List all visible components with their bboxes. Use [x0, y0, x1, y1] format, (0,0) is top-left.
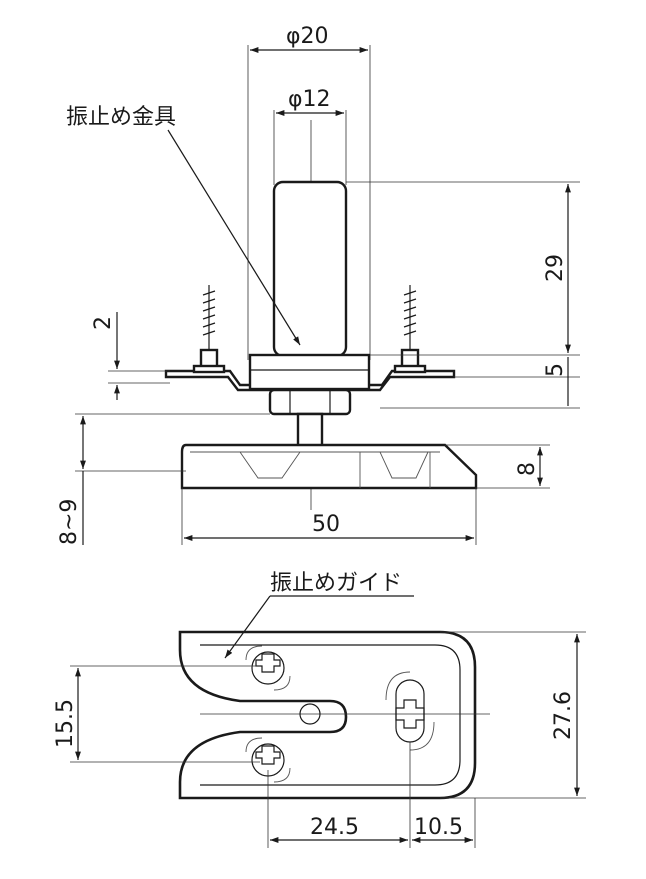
flange — [248, 353, 371, 391]
label-mount: 振止め金具 — [66, 105, 176, 130]
dim-depth: 27.6 — [551, 691, 576, 740]
screw-top-plan — [245, 645, 291, 691]
dim-plate: 2 — [91, 316, 116, 330]
dim-inner-dia: φ12 — [288, 87, 331, 112]
pin-circle — [299, 703, 321, 725]
screw-left — [192, 285, 226, 374]
dim-width: 50 — [312, 512, 340, 537]
guide-outline — [178, 630, 477, 800]
label-guide: 振止めガイド — [270, 571, 402, 596]
hex-nut — [268, 388, 352, 416]
lower-view: 振止めガイド 15.5 — [53, 571, 586, 848]
screw-right-plan — [385, 671, 435, 751]
leader-mount — [167, 129, 301, 346]
dim-edge-offset: 10.5 — [414, 815, 463, 840]
upper-view: φ20 φ12 振止め金具 — [57, 24, 580, 545]
guide-inner-line — [200, 644, 461, 786]
dim-gap: 8~9 — [57, 499, 82, 545]
dim-guide-height: 8 — [515, 462, 540, 476]
screw-right — [393, 285, 427, 374]
pin-body — [272, 180, 348, 358]
dim-outer-dia: φ20 — [286, 24, 329, 49]
dim-flange: 5 — [543, 363, 568, 377]
dim-hole-pitch: 15.5 — [53, 699, 78, 748]
leader-guide — [224, 595, 271, 659]
dim-hole-offset: 24.5 — [310, 815, 359, 840]
dim-height: 29 — [543, 254, 568, 282]
guide-side — [180, 443, 478, 490]
